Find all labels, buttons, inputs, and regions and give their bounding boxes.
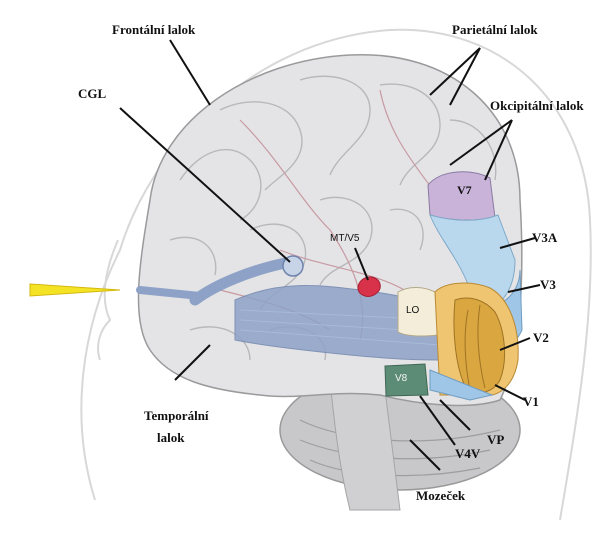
label-temporal-lobe-line1: Temporální	[144, 408, 209, 423]
face-outline	[98, 240, 118, 360]
label-vp: VP	[487, 432, 504, 447]
label-v3: V3	[540, 277, 556, 292]
label-occipital-lobe: Okcipitální lalok	[490, 98, 584, 113]
label-cerebellum: Mozeček	[416, 488, 465, 503]
label-lo: LO	[406, 305, 419, 316]
label-parietal-lobe: Parietální lalok	[452, 22, 538, 37]
label-v3a: V3A	[532, 230, 557, 245]
label-v8: V8	[395, 373, 407, 384]
label-mt-v5: MT/V5	[330, 233, 359, 244]
label-v7: V7	[457, 183, 472, 198]
area-mt	[358, 277, 380, 296]
light-ray	[30, 284, 120, 296]
label-frontal-lobe: Frontální lalok	[112, 22, 195, 37]
label-v1: V1	[523, 394, 539, 409]
label-cgl: CGL	[78, 86, 106, 101]
label-v4v: V4V	[455, 446, 480, 461]
label-temporal-lobe-line2: lalok	[157, 430, 184, 445]
label-v2: V2	[533, 330, 549, 345]
